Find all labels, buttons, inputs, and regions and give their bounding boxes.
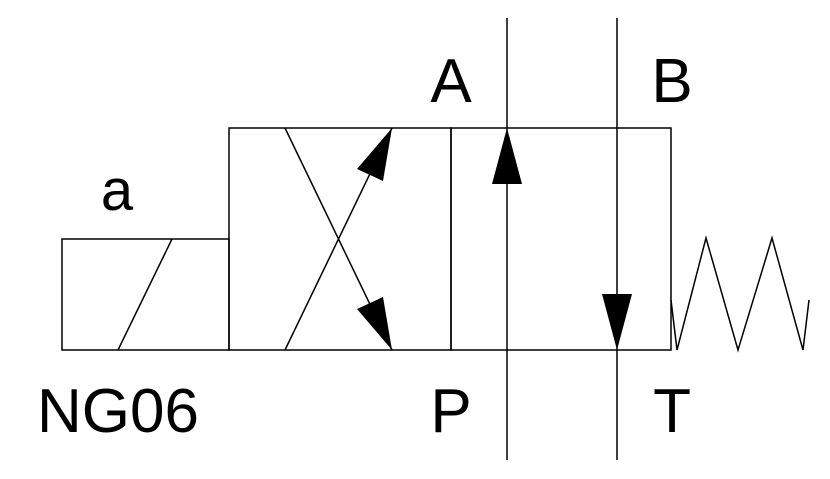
solenoid-actuator [61, 238, 230, 351]
port-label-t: T [653, 377, 691, 446]
port-label-a: A [430, 47, 472, 116]
actuator-label: a [101, 158, 134, 223]
port-label-b: B [651, 47, 692, 116]
port-label-p: P [430, 377, 471, 446]
envelope-parallel [450, 127, 672, 351]
return-spring [670, 235, 810, 353]
envelope-parallel-box [450, 127, 672, 351]
arrow-down-head [602, 294, 632, 350]
envelope-crossed [228, 127, 452, 351]
envelope-crossed-box [228, 127, 452, 351]
arrow-up-head [492, 128, 522, 184]
size-label: NG06 [37, 377, 199, 446]
arrow-down-right-head [357, 297, 392, 350]
port-lines [506, 18, 618, 460]
arrow-up-right-head [357, 128, 392, 181]
solenoid-diagonal [117, 238, 173, 351]
